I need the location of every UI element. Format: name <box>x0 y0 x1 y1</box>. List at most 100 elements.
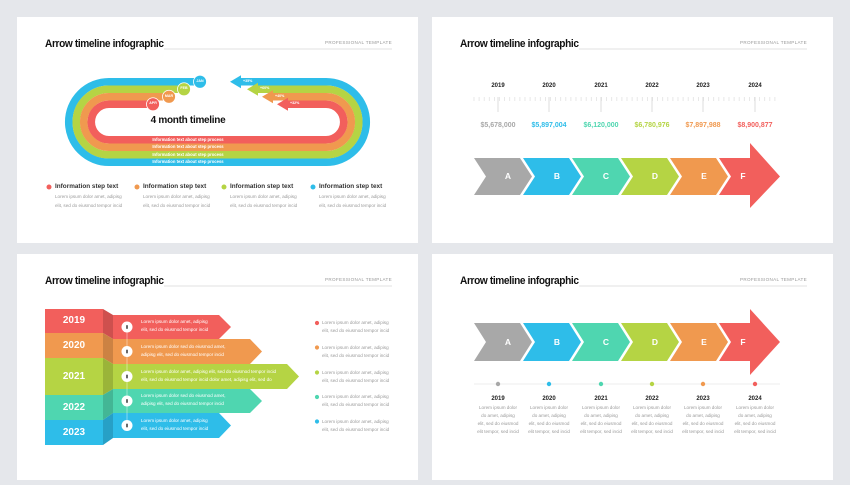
year-block-shade <box>103 358 113 395</box>
year-note: elit, sed do eiusmod <box>682 421 724 426</box>
year-note: Lorem ipsum dolor <box>478 405 518 410</box>
slide-background <box>432 17 833 243</box>
chevron-step <box>572 158 630 195</box>
chevron-step <box>474 323 532 361</box>
band-text: Information text about step process <box>152 151 224 157</box>
legend-dot <box>134 184 140 190</box>
month-label: MAR <box>164 93 174 98</box>
year-block-side <box>103 413 113 445</box>
year-label: 2023 <box>696 83 710 89</box>
year-banner-arrow <box>113 413 231 438</box>
step-letter: D <box>651 171 659 181</box>
track-band <box>72 85 363 159</box>
year-note: elit, sed do eiusmod <box>580 421 622 426</box>
step-marker-glyph <box>126 349 128 354</box>
year-note: Lorem ipsum dolor <box>683 405 723 410</box>
legend-title: Information step text <box>55 183 119 190</box>
value-label: $7,897,988 <box>685 121 721 129</box>
change-label: +35% <box>243 78 253 83</box>
step-marker-glyph <box>126 423 128 428</box>
center-title: 4 month timeline <box>150 115 226 126</box>
step-marker-glyph <box>126 399 128 403</box>
year-label: 2023 <box>696 395 710 402</box>
slide-background <box>432 254 833 480</box>
year-label: 2022 <box>645 83 659 89</box>
note-text: elit, sed do eiusmod tempor incid <box>322 328 390 333</box>
year-note: Lorem ipsum dolor <box>632 405 672 410</box>
legend-title: Information step text <box>230 183 294 190</box>
year-note: Lorem ipsum dolor <box>581 405 621 410</box>
chevron-step <box>572 323 630 361</box>
month-badge <box>146 97 160 112</box>
year-label: 2021 <box>594 83 608 89</box>
year-note: do amet, adipisg <box>584 413 618 418</box>
note-text: Lorem ipsum dolor amet, adipisg <box>322 418 389 424</box>
year-label: 2024 <box>748 395 762 402</box>
note-dot <box>314 370 320 375</box>
chevron-step <box>621 158 679 195</box>
legend-dot <box>310 184 316 190</box>
banner-text: Lorem ipsum dolor amet, adipisg <box>141 319 208 324</box>
year-label: 2021 <box>594 395 608 402</box>
banner-text: adipisg elit, sed do eiusmod tempor inci… <box>141 351 224 357</box>
legend-body: Lorem ipsum dolor amet, adipisg <box>230 194 297 199</box>
year-block <box>45 420 103 445</box>
step-letter: C <box>602 336 610 347</box>
year-label: 2020 <box>542 83 556 89</box>
chevron-step <box>523 158 581 195</box>
note-text: Lorem ipsum dolor amet, adipisg <box>322 369 389 375</box>
legend-dot <box>46 184 52 190</box>
month-label: APR <box>149 101 157 106</box>
year-note: do amet, adipisg <box>738 413 772 418</box>
legend-body: elit, sed do eiusmod tempor incid <box>230 202 298 208</box>
year-label: 2022 <box>62 401 86 413</box>
step-letter: E <box>701 171 707 181</box>
note-text: elit, sed do eiusmod tempor incid <box>322 426 390 432</box>
step-marker-glyph <box>126 374 128 379</box>
banner-text: Lorem ipsum dolor amet, adipisg elit, se… <box>141 368 277 374</box>
slide-title: Arrow timeline infographic <box>460 275 579 287</box>
step-letter: A <box>504 336 512 347</box>
legend-body: elit, sed do eiusmod tempor incid <box>55 202 123 208</box>
year-note: elit tempor, sed incid <box>528 429 570 434</box>
year-label: 2019 <box>62 315 86 326</box>
legend-body: Lorem ipsum dolor amet, adipisg <box>143 194 210 199</box>
step-letter: F <box>740 336 746 347</box>
year-label: 2024 <box>748 83 762 89</box>
note-text: elit, sed do eiusmod tempor incid <box>322 352 390 358</box>
slide-title: Arrow timeline infographic <box>45 38 164 50</box>
year-banner-arrow <box>113 315 231 339</box>
timeline-dot <box>598 381 604 387</box>
note-dot <box>314 345 320 350</box>
band-text: Information text about step process <box>152 136 224 142</box>
slide-title: Arrow timeline infographic <box>460 38 579 50</box>
legend-title: Information step text <box>319 183 383 190</box>
timeline-dot <box>700 381 706 387</box>
year-block-side <box>103 389 113 420</box>
track-band <box>87 100 348 144</box>
chevron-step <box>523 323 581 361</box>
step-marker-glyph <box>126 325 128 329</box>
timeline-dot <box>495 381 501 387</box>
banner-text: Lorem ipsum dolor amet, adipisg <box>141 417 208 423</box>
year-note: elit, sed do eiusmod <box>528 421 570 426</box>
note-dot <box>314 320 320 326</box>
chevron-step <box>670 158 728 195</box>
month-badge <box>193 74 207 89</box>
year-label: 2022 <box>645 395 659 402</box>
year-note: elit tempor, sed incid <box>580 429 622 434</box>
step-letter: A <box>504 171 512 181</box>
month-badge <box>177 82 191 97</box>
year-note: elit tempor, sed incid <box>734 429 776 434</box>
year-block <box>45 358 103 395</box>
year-note: do amet, adipisg <box>532 413 566 418</box>
banner-text: elit, sed do eiusmod tempor incid <box>141 425 209 431</box>
note-text: Lorem ipsum dolor amet, adipisg <box>322 344 389 350</box>
banner-text: elit, sed do eiusmod tempor incid <box>141 327 209 332</box>
slide-subtitle: PROFESSIONAL TEMPLATE <box>325 40 392 45</box>
timeline-dot <box>649 381 655 387</box>
timeline-dot <box>546 381 552 387</box>
note-dot <box>314 419 320 424</box>
